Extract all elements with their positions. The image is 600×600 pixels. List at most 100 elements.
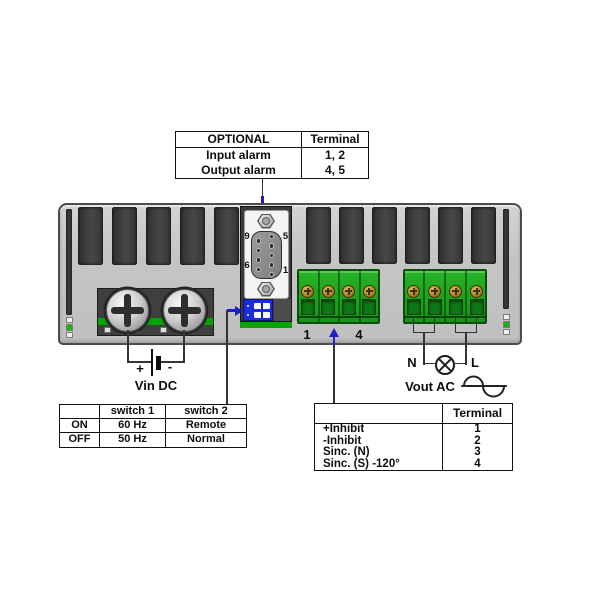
led-indicator [502,321,510,328]
vent-slot [78,207,103,265]
wire [423,362,436,365]
sine-wave-icon [461,375,507,398]
vent-slot [372,207,397,264]
terminal-hole [341,299,356,315]
lamp-icon [435,354,455,375]
pin-hole [255,257,262,263]
battery-icon [150,349,153,376]
pin-hole [268,233,275,240]
terminal-number-label: 4 [355,327,363,342]
arrow-stem [260,196,265,207]
led-indicator [65,324,73,331]
db9-pin-label: 6 [244,260,250,271]
wire [412,317,415,333]
table-column: +Inhibit -Inhibit Sinc. (N) Sinc. (S) -1… [315,404,443,470]
pin-hole [255,266,262,273]
vent-slot [306,207,331,264]
table-cell: Remote [185,419,227,431]
arrow-stem [227,309,235,313]
table-cell: OFF [60,433,100,447]
leader-line [261,179,264,198]
db9-pin-label: 5 [282,231,289,242]
wire [454,317,457,333]
terminal-hole [427,299,442,315]
terminal-screw-icon [470,284,483,298]
table-header-cell: Terminal [443,404,512,424]
terminal-screw-icon [428,284,441,298]
line-label: L [471,355,479,370]
terminal-number-label: 1 [303,327,311,342]
table-row: OFF 50 Hz Normal [60,433,246,447]
table-cell: +Inhibit [323,423,365,435]
screw-icon [163,288,206,332]
terminal-divider [338,271,340,322]
terminal-screw-icon [449,284,462,298]
terminal-divider [317,271,320,322]
db9-pin-label: 1 [282,265,289,276]
terminal-assignment-table: +Inhibit -Inhibit Sinc. (N) Sinc. (S) -1… [314,403,513,471]
dip-switch-mark [246,313,249,316]
table-header-cell [60,405,100,418]
table-cell: -Inhibit [323,434,362,447]
screw-slot [124,293,131,327]
vent-slot [405,207,430,264]
battery-icon [155,356,161,370]
table-row: Input alarm 1, 2 [176,148,368,163]
table-cell: Input alarm [176,148,302,163]
table-cell: 4 [474,457,481,470]
leader-line [333,346,335,404]
table-cell: 1, 2 [324,148,345,162]
pin-hole [268,271,275,278]
led-indicator [65,332,73,338]
terminal-block-stripe [98,318,213,325]
vent-slot [438,207,463,264]
table-cell: 60 Hz [100,419,166,432]
wire [161,361,185,363]
arrow-stem [332,336,336,347]
terminal-hole [406,299,421,315]
wire [127,330,129,363]
table-header-cell: Terminal [310,132,360,146]
vout-ac-label: Vout AC [405,379,455,394]
led-indicator [502,329,510,335]
terminal-divider [358,271,361,322]
table-header-cell [315,404,442,424]
table-cell: Normal [187,433,225,445]
edge-vent-slot [66,209,72,315]
table-cell: Output alarm [176,163,302,178]
table-header-cell: OPTIONAL [176,132,302,147]
edge-vent-slot [503,209,509,309]
terminal-block-seam [404,316,486,318]
terminal-hole [321,299,335,315]
vent-slot [471,207,496,264]
terminal-screw-icon [362,284,376,298]
pin-hole [255,238,262,244]
table-header-cell: switch 1 [100,405,166,418]
optional-alarm-table: OPTIONAL Terminal Input alarm 1, 2 Outpu… [175,131,369,179]
table-row: ON 60 Hz Remote [60,419,246,433]
terminal-screw-icon [321,284,335,298]
vin-dc-label: Vin DC [134,378,178,393]
terminal-notch [104,327,111,333]
dip-switch-recess [274,299,291,321]
table-cell: 1 [474,423,481,435]
vent-slot [146,207,171,265]
plus-label: + [136,361,144,376]
dip-switch-lever [253,311,270,318]
screw-icon [106,288,149,332]
terminal-hole [300,299,315,315]
neutral-label: N [407,355,417,370]
terminal-hole [448,299,463,315]
table-header-row: OPTIONAL Terminal [176,132,368,148]
dip-switch-table: switch 1 switch 2 ON 60 Hz Remote OFF 50… [59,404,247,448]
terminal-hole [362,299,376,315]
terminal-divider [423,271,425,322]
table-cell: Sinc. (N) [323,446,370,458]
wire [475,317,478,333]
db9-pin-label: 9 [244,231,250,242]
terminal-screw-icon [301,284,314,298]
table-row: Output alarm 4, 5 [176,163,368,178]
table-header-cell: switch 2 [184,405,228,417]
led-indicator [502,314,510,320]
terminal-block-stripe [240,322,292,328]
